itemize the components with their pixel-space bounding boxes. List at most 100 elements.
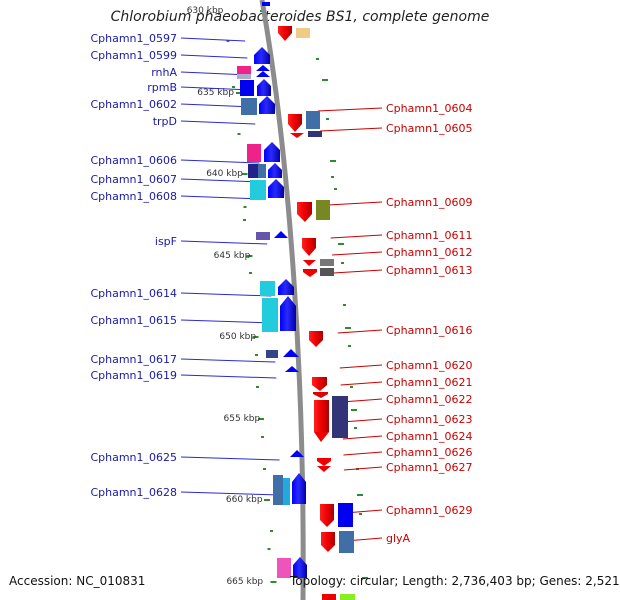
gene-feature[interactable] <box>320 504 334 527</box>
gene-label[interactable]: Cphamn1_0622 <box>386 393 473 406</box>
gene-feature[interactable] <box>274 231 288 238</box>
leader-line <box>180 358 276 363</box>
gene-feature[interactable] <box>290 133 304 138</box>
gene-feature[interactable] <box>316 200 330 220</box>
gene-label[interactable]: Cphamn1_0623 <box>386 413 473 426</box>
gene-feature[interactable] <box>285 366 299 372</box>
gene-feature[interactable] <box>256 65 270 71</box>
gene-feature[interactable] <box>317 466 331 472</box>
gene-label[interactable]: Cphamn1_0613 <box>386 264 473 277</box>
gene-feature[interactable] <box>277 558 291 578</box>
gene-label[interactable]: ispF <box>155 235 177 248</box>
gene-label[interactable]: Cphamn1_0614 <box>90 287 177 300</box>
leader-line <box>180 195 264 200</box>
gene-feature[interactable] <box>340 594 355 600</box>
gene-feature[interactable] <box>264 142 280 162</box>
gene-label[interactable]: glyA <box>386 532 411 545</box>
gene-feature[interactable] <box>338 503 353 527</box>
gene-label[interactable]: Cphamn1_0615 <box>90 314 177 327</box>
gene-feature[interactable] <box>278 26 292 41</box>
gene-label[interactable]: rnhA <box>151 66 177 79</box>
gene-label[interactable]: Cphamn1_0619 <box>90 369 177 382</box>
right-leader-lines <box>317 107 383 542</box>
gene-feature[interactable] <box>283 478 290 505</box>
gene-feature[interactable] <box>296 28 310 38</box>
gene-feature[interactable] <box>320 268 334 276</box>
gene-label[interactable]: Cphamn1_0611 <box>386 229 473 242</box>
leader-line <box>180 178 262 183</box>
gene-feature[interactable] <box>309 331 323 347</box>
gene-feature[interactable] <box>317 458 331 466</box>
gene-label[interactable]: Cphamn1_0612 <box>386 246 473 259</box>
gene-feature[interactable] <box>260 281 275 296</box>
gene-label[interactable]: Cphamn1_0628 <box>90 486 177 499</box>
gene-feature[interactable] <box>339 531 354 553</box>
gene-feature[interactable] <box>320 259 334 266</box>
gene-label[interactable]: Cphamn1_0605 <box>386 122 473 135</box>
gene-feature[interactable] <box>288 114 302 132</box>
gene-label[interactable]: Cphamn1_0617 <box>90 353 177 366</box>
leader-line <box>343 466 383 471</box>
gene-label[interactable]: Cphamn1_0606 <box>90 154 177 167</box>
gene-label[interactable]: Cphamn1_0597 <box>90 32 177 45</box>
gene-label[interactable]: Cphamn1_0609 <box>386 196 473 209</box>
gene-feature[interactable] <box>240 80 254 96</box>
gene-feature[interactable] <box>322 594 336 600</box>
gene-label[interactable]: trpD <box>153 115 177 128</box>
gene-feature[interactable] <box>256 71 270 77</box>
gene-feature[interactable] <box>283 349 299 357</box>
gene-label[interactable]: Cphamn1_0625 <box>90 451 177 464</box>
gene-label[interactable]: Cphamn1_0629 <box>386 504 473 517</box>
gene-feature[interactable] <box>262 2 270 6</box>
gene-label[interactable]: rpmB <box>147 81 177 94</box>
gene-label[interactable]: Cphamn1_0602 <box>90 98 177 111</box>
gene-feature[interactable] <box>237 66 251 74</box>
gene-feature[interactable] <box>250 180 266 200</box>
gene-feature[interactable] <box>312 377 327 391</box>
gene-feature[interactable] <box>308 131 322 137</box>
gene-feature[interactable] <box>268 179 284 198</box>
gene-feature[interactable] <box>302 238 316 256</box>
gene-label[interactable]: Cphamn1_0620 <box>386 359 473 372</box>
gene-feature[interactable] <box>292 473 306 504</box>
gene-label[interactable]: Cphamn1_0608 <box>90 190 177 203</box>
gene-feature[interactable] <box>314 400 329 432</box>
gene-label[interactable]: Cphamn1_0604 <box>386 102 473 115</box>
gene-feature[interactable] <box>278 279 294 295</box>
scale-label: 640 kbp <box>206 169 243 179</box>
gene-feature[interactable] <box>268 163 282 178</box>
gene-label[interactable]: Cphamn1_0627 <box>386 461 473 474</box>
gene-feature[interactable] <box>247 144 261 162</box>
forward-strand-features <box>237 2 307 578</box>
gene-feature[interactable] <box>256 232 270 240</box>
gene-feature[interactable] <box>258 164 266 178</box>
gene-label[interactable]: Cphamn1_0626 <box>386 446 473 459</box>
gene-label[interactable]: Cphamn1_0624 <box>386 430 473 443</box>
gene-feature[interactable] <box>280 296 296 331</box>
gene-feature[interactable] <box>321 532 335 552</box>
gene-label[interactable]: Cphamn1_0616 <box>386 324 473 337</box>
gene-feature[interactable] <box>273 475 283 505</box>
gene-feature[interactable] <box>241 98 257 115</box>
gene-feature[interactable] <box>248 164 258 178</box>
scale-label: 655 kbp <box>224 414 261 424</box>
gene-feature[interactable] <box>297 202 312 222</box>
gene-feature[interactable] <box>290 450 304 457</box>
gene-label[interactable]: Cphamn1_0607 <box>90 173 177 186</box>
map-title: Chlorobium phaeobacteroides BS1, complet… <box>110 9 490 25</box>
gene-feature[interactable] <box>262 298 278 332</box>
gene-feature[interactable] <box>314 432 329 442</box>
gene-label[interactable]: Cphamn1_0621 <box>386 376 473 389</box>
gene-label[interactable]: Cphamn1_0599 <box>90 49 177 62</box>
gene-feature[interactable] <box>257 79 271 96</box>
gene-feature[interactable] <box>303 260 316 266</box>
gene-feature[interactable] <box>237 74 251 79</box>
gene-feature[interactable] <box>254 47 270 64</box>
gene-feature[interactable] <box>313 392 328 398</box>
gene-feature[interactable] <box>293 557 307 578</box>
gene-feature[interactable] <box>303 269 317 277</box>
gene-feature[interactable] <box>306 111 320 129</box>
gene-feature[interactable] <box>332 396 348 438</box>
gene-feature[interactable] <box>266 350 278 358</box>
gene-feature[interactable] <box>259 96 275 114</box>
